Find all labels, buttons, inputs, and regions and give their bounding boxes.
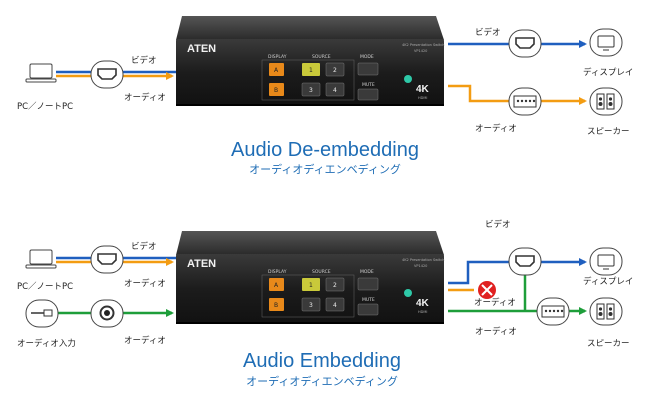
top-mode-button[interactable] [357,62,379,76]
bottom-source-2-button[interactable] [325,277,345,292]
top-display-label: ディスプレイ [583,67,633,78]
bottom-video-out-label: ビデオ [485,219,511,230]
bottom-display-label: ディスプレイ [583,276,633,287]
top-panel-mode-label: MODE [360,54,374,60]
bottom-display-a-text: A [274,282,279,289]
top-device-model-code: VP1420 [414,49,427,53]
top-4k-badge: 4K [416,84,430,95]
speaker-icon [589,87,623,116]
top-source-2-button[interactable] [325,62,345,77]
bottom-panel-mode-label: MODE [360,269,374,275]
bottom-audio-blocked-label: オーディオ [474,297,516,308]
bottom-power-led [404,289,412,297]
hdmi-connector-icon [90,60,124,89]
top-source-1-button[interactable] [302,63,320,76]
top-source-3-button[interactable] [301,82,321,97]
top-title: Audio De-embedding [231,139,419,161]
bottom-device-model-line: 4K2 Presentation Switch [402,258,445,262]
monitor-icon [589,247,623,276]
bottom-device-brand: ATEN [187,258,216,270]
hdmi-connector-icon [90,245,124,274]
top-display-b-button[interactable] [269,83,284,96]
bottom-source-2-text: 2 [333,282,337,289]
top-power-led [404,75,412,83]
bottom-display-b-text: B [274,302,278,309]
top-panel-display-label: DISPLAY [268,54,287,60]
bottom-panel-source-label: SOURCE [312,269,331,275]
bottom-title: Audio Embedding [243,350,401,372]
monitor-icon [589,28,623,57]
bottom-hdmi-badge: HDMI [418,310,427,314]
bottom-display-b-button[interactable] [269,298,284,311]
top-display-b-text: B [274,87,278,94]
audio-port-block-icon [536,297,570,326]
bottom-switch-device: ATEN 4K2 Presentation Switch VP1420 DISP… [176,231,445,324]
top-display-a-button[interactable] [269,63,284,76]
laptop-icon [25,249,57,269]
top-audio-out-label: オーディオ [475,123,517,134]
top-switch-device: ATEN 4K2 Presentation Switch VP1420 DISP… [176,16,445,106]
bottom-display-a-button[interactable] [269,278,284,291]
top-source-4-text: 4 [333,87,337,94]
audio-jack-icon [25,299,59,328]
bottom-panel-mute-label: MUTE [362,297,375,303]
bottom-source-label: PC／ノートPC [17,282,73,292]
bottom-panel-display-label: DISPLAY [268,269,287,275]
embedding-section: PC／ノートPC ビデオ オーディオ オーディオ入力 オーディオ ATEN 4K… [17,219,633,388]
top-audio-in-label: オーディオ [124,92,166,103]
top-source-4-button[interactable] [325,82,345,97]
top-panel-mute-label: MUTE [362,82,375,88]
top-source-1-text: 1 [309,67,313,74]
top-video-in-label: ビデオ [131,55,157,66]
top-speaker-label: スピーカー [587,127,630,137]
bottom-source-1-text: 1 [309,282,313,289]
bottom-4k-badge: 4K [416,298,430,309]
hdmi-connector-icon [508,29,542,58]
bottom-speaker-label: スピーカー [587,339,630,349]
top-source-2-text: 2 [333,67,337,74]
bottom-device-model-code: VP1420 [414,264,427,268]
bottom-subtitle: オーディオディエンベディング [246,374,398,388]
top-subtitle: オーディオディエンベディング [249,162,401,176]
blocked-x-icon [478,281,496,299]
bottom-audio-out-label: オーディオ [475,326,517,337]
audio-port-block-icon [508,87,542,116]
bottom-audio-source-label: オーディオ入力 [17,338,76,349]
bottom-source-3-text: 3 [309,302,313,309]
bottom-video-in-label: ビデオ [131,241,157,252]
top-video-out-label: ビデオ [475,27,501,38]
speaker-icon [589,297,623,326]
audio-jack-icon [90,299,124,328]
hdmi-connector-icon [508,247,542,276]
top-panel-source-label: SOURCE [312,54,331,60]
de-embedding-section: PC／ノートPC ビデオ オーディオ ATEN 4K2 Presentation… [17,16,633,176]
top-mute-button[interactable] [357,88,379,101]
bottom-source-3-button[interactable] [301,297,321,312]
laptop-icon [25,63,57,83]
bottom-source-4-button[interactable] [325,297,345,312]
top-device-model-line: 4K2 Presentation Switch [402,43,445,47]
bottom-mute-button[interactable] [357,303,379,316]
top-source-label: PC／ノートPC [17,102,73,112]
top-source-3-text: 3 [309,87,313,94]
top-device-brand: ATEN [187,43,216,55]
bottom-mode-button[interactable] [357,277,379,291]
top-hdmi-badge: HDMI [418,96,427,100]
bottom-audio-input-label: オーディオ [124,335,166,346]
bottom-source-4-text: 4 [333,302,337,309]
bottom-audio-in-label: オーディオ [124,278,166,289]
top-display-a-text: A [274,67,279,74]
bottom-source-1-button[interactable] [302,278,320,291]
